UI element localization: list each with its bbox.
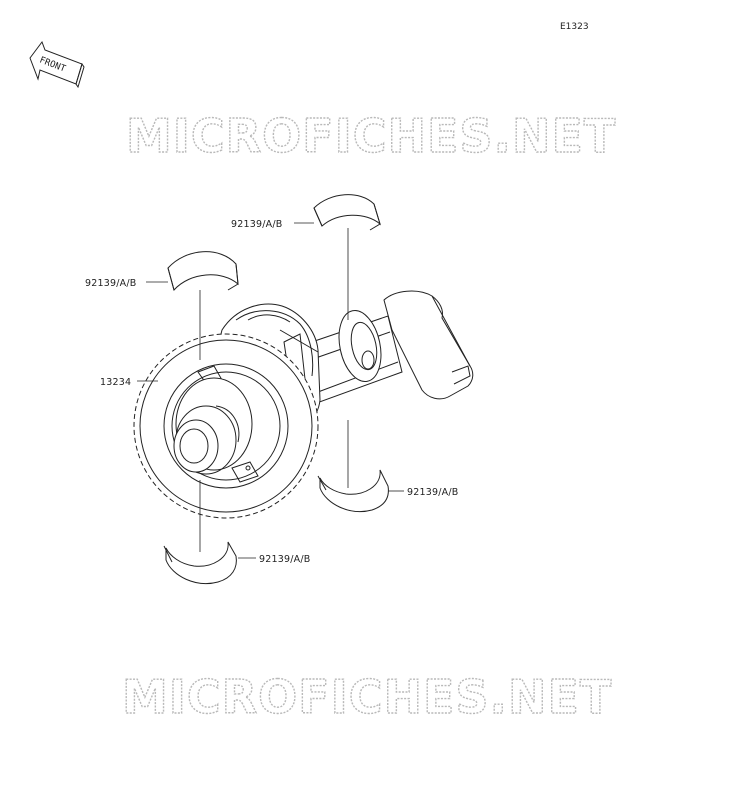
balancer-gear — [133, 333, 319, 519]
callout-bearing-top-right[interactable]: 92139/A/B — [231, 219, 282, 230]
callout-bearing-top-left[interactable]: 92139/A/B — [85, 278, 136, 289]
bearing-shell-bottom-left — [163, 541, 237, 584]
bearing-shell-top-right — [313, 194, 381, 231]
bearing-shell-top-left — [167, 251, 239, 292]
front-arrow-icon: FRONT — [29, 40, 85, 89]
diagram-code: E1323 — [560, 22, 589, 32]
callout-bearing-bottom-right[interactable]: 92139/A/B — [407, 487, 458, 498]
watermark-top: MICROFICHES.NET — [126, 109, 616, 163]
callout-gear[interactable]: 13234 — [100, 377, 131, 388]
callout-bearing-bottom-left[interactable]: 92139/A/B — [259, 554, 310, 565]
leader-lines — [137, 222, 404, 559]
bearing-shell-bottom-right — [317, 469, 389, 512]
watermark-bottom: MICROFICHES.NET — [122, 670, 612, 724]
